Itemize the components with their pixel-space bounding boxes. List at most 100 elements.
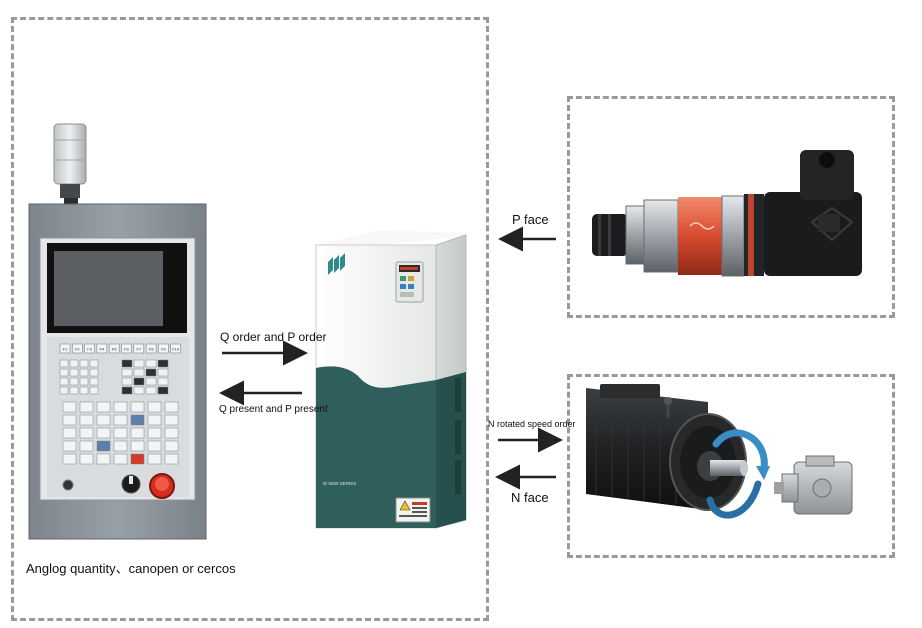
pressure-sensor-image [592, 150, 862, 277]
system-boundary-box [11, 17, 489, 621]
function-key [84, 343, 95, 354]
keypad-key [79, 427, 94, 439]
motor-pump-box [567, 374, 895, 558]
keypad-key [164, 414, 179, 426]
controller-knobs [62, 473, 175, 499]
keypad-key [147, 453, 162, 465]
keypad-key [62, 427, 77, 439]
keypad-key [113, 427, 128, 439]
keypad-key [96, 414, 111, 426]
function-key-label: F1 [63, 347, 68, 352]
keypad-key [130, 453, 145, 465]
keypad-key [113, 440, 128, 452]
p-face-label: P face [512, 212, 549, 227]
keypad-key [62, 414, 77, 426]
keypad-key [96, 453, 111, 465]
n-speed-order-label: N rotated speed order [488, 419, 576, 429]
keypad-key [157, 386, 169, 395]
keypad-key [157, 377, 169, 386]
keypad-key [79, 453, 94, 465]
keypad-key [121, 377, 133, 386]
function-key-label: F6 [124, 347, 129, 352]
keypad-key [69, 359, 79, 368]
keypad-key [96, 427, 111, 439]
keypad-key [121, 359, 133, 368]
keypad-key [164, 401, 179, 413]
keypad-key [147, 440, 162, 452]
function-key [72, 343, 83, 354]
keypad-key [59, 359, 69, 368]
keypad-key [59, 386, 69, 395]
keypad-key [89, 368, 99, 377]
keypad-key [89, 386, 99, 395]
keypad-key [164, 453, 179, 465]
function-key [96, 343, 108, 354]
keypad-key [121, 386, 133, 395]
keypad-key [79, 386, 89, 395]
function-key-label: F8 [149, 347, 154, 352]
keypad-key [145, 368, 157, 377]
function-key [59, 343, 71, 354]
servo-drive [315, 230, 467, 529]
keypad-key [62, 401, 77, 413]
controller-keypad [59, 359, 179, 465]
keypad-key [113, 453, 128, 465]
keypad-key [133, 368, 145, 377]
function-key [170, 343, 181, 354]
keypad-key [79, 377, 89, 386]
keypad-key [79, 401, 94, 413]
keypad-key [130, 427, 145, 439]
function-key-label: F9 [161, 347, 166, 352]
function-key-label: F5 [112, 347, 117, 352]
keypad-key [145, 386, 157, 395]
keypad-key [145, 377, 157, 386]
keypad-key [130, 401, 145, 413]
keypad-key [147, 401, 162, 413]
keypad-key [96, 401, 111, 413]
keypad-key [89, 377, 99, 386]
keypad-key [69, 368, 79, 377]
keypad-key [130, 440, 145, 452]
q-present-label: Q present and P present [219, 404, 328, 415]
keypad-key [133, 377, 145, 386]
keypad-key [79, 368, 89, 377]
keypad-key [121, 368, 133, 377]
keypad-key [89, 359, 99, 368]
rotation-arrow-icon [706, 429, 770, 519]
keypad-key [145, 359, 157, 368]
function-key-label: F7 [136, 347, 141, 352]
bottom-caption: Anglog quantity、canopen or cercos [26, 561, 236, 576]
hydraulic-pump-image [774, 455, 853, 515]
keypad-key [79, 414, 94, 426]
keypad-key [157, 359, 169, 368]
keypad-key [133, 359, 145, 368]
n-face-label: N face [511, 490, 549, 505]
keypad-key [59, 377, 69, 386]
keypad-key [164, 427, 179, 439]
pressure-sensor-box [567, 96, 895, 318]
function-key [158, 343, 169, 354]
keypad-key [79, 440, 94, 452]
function-key [121, 343, 132, 354]
keypad-key [62, 453, 77, 465]
keypad-key [130, 414, 145, 426]
function-key [133, 343, 145, 354]
controller-panel [28, 123, 207, 540]
keypad-key [157, 368, 169, 377]
keypad-key [147, 414, 162, 426]
servo-motor-image [586, 384, 748, 511]
function-key-label: F10 [172, 347, 180, 352]
function-key [108, 343, 120, 354]
keypad-key [69, 386, 79, 395]
keypad-key [59, 368, 69, 377]
keypad-key [79, 359, 89, 368]
keypad-key [62, 440, 77, 452]
keypad-key [96, 440, 111, 452]
q-order-label: Q order and P order [220, 330, 327, 344]
function-key-label: F2 [75, 347, 80, 352]
drive-model-text: IE 6000 SERIES [323, 481, 356, 486]
keypad-key [147, 427, 162, 439]
keypad-key [69, 377, 79, 386]
